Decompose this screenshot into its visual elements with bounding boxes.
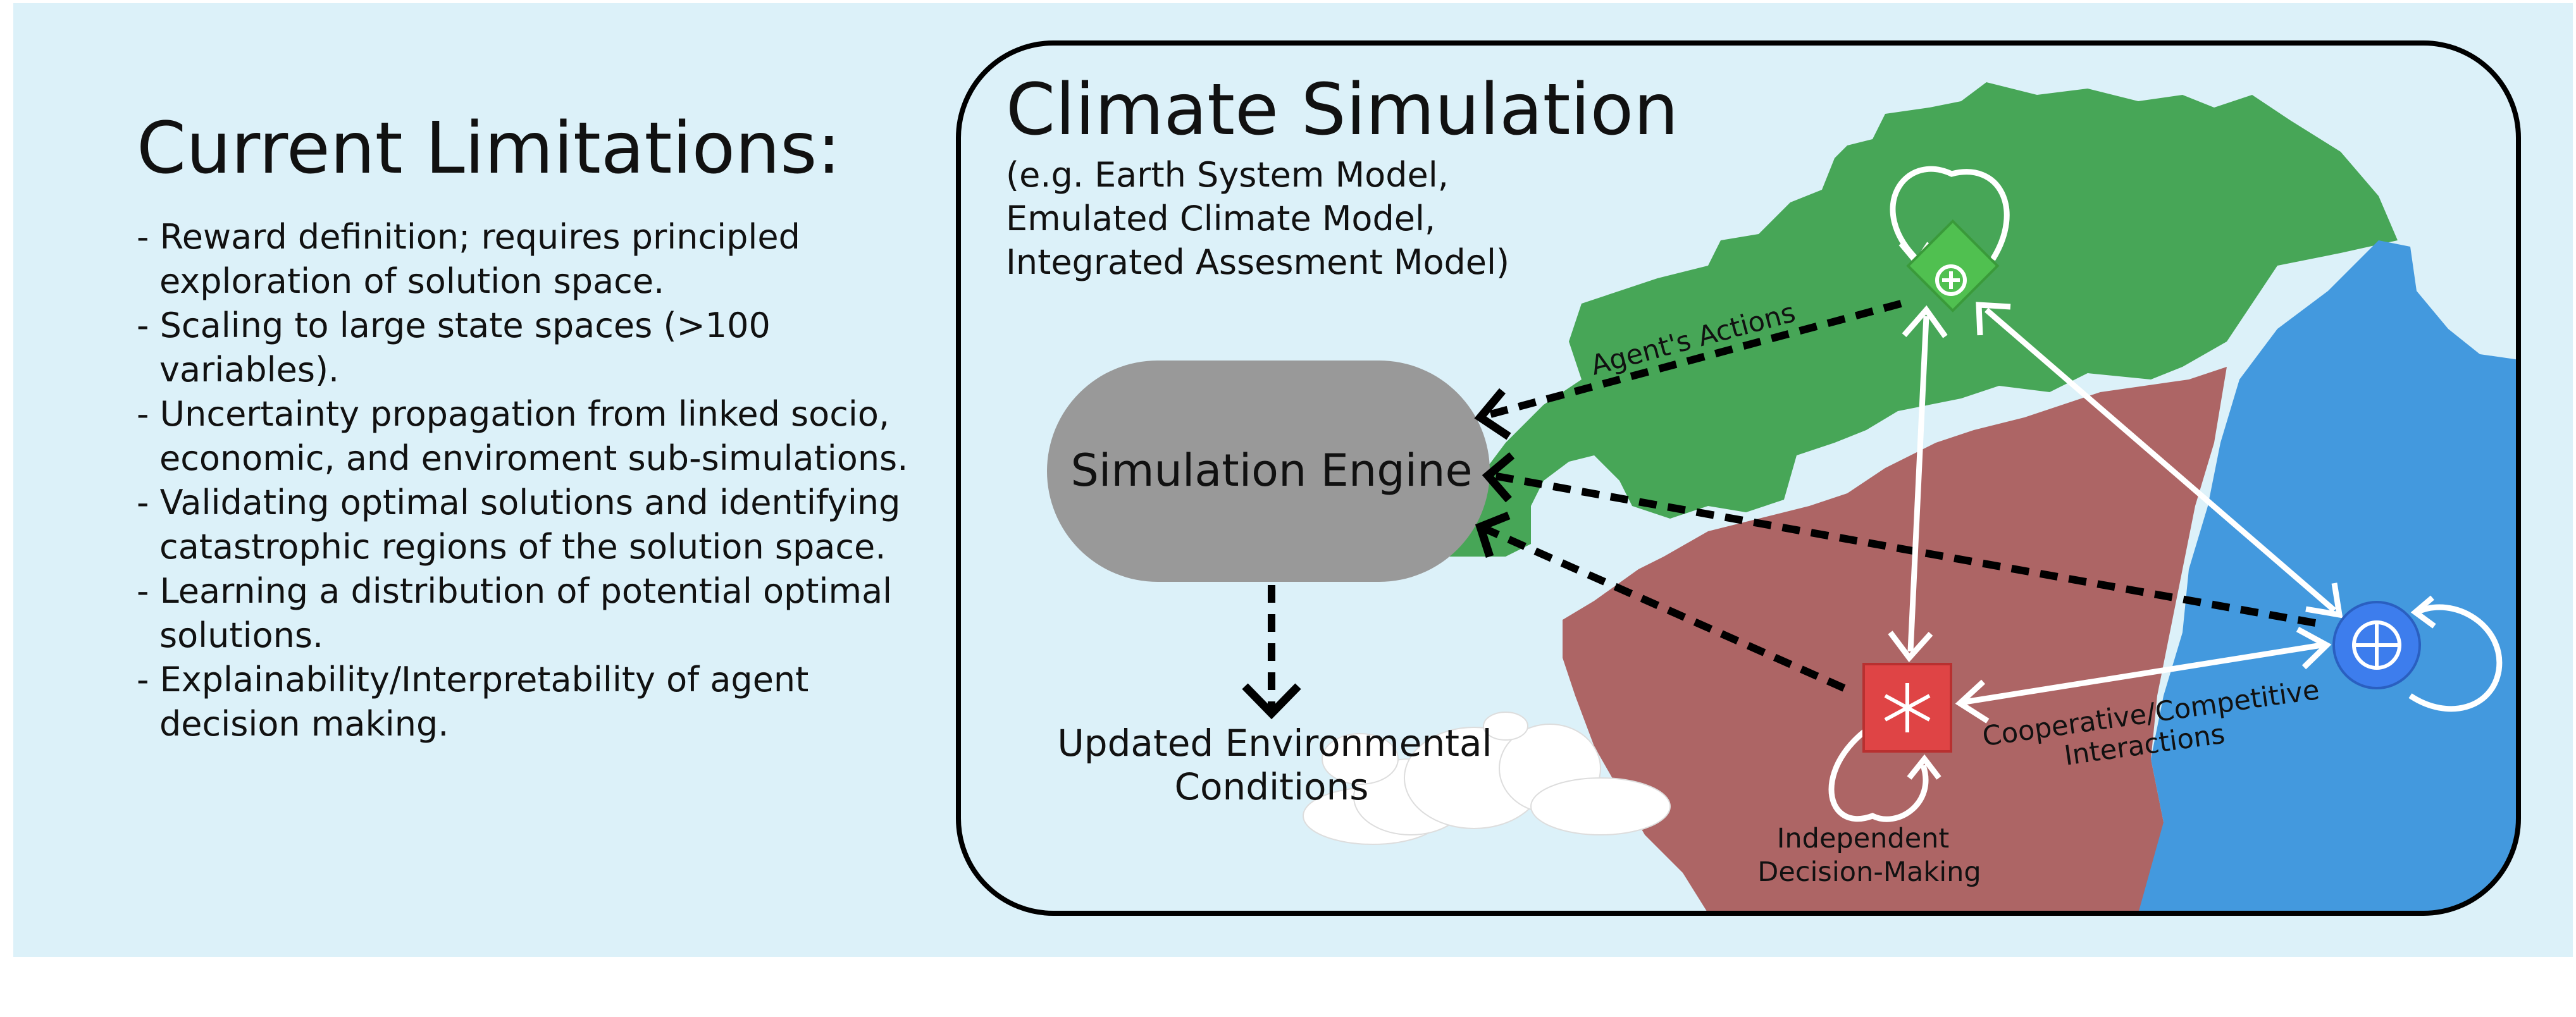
asterisk-square-icon [1862,663,1952,753]
simulation-engine [1047,361,1490,582]
independent-label-2: Decision-Making [1757,856,1981,888]
simulation-subtitle-2: Emulated Climate Model, [1006,199,1435,238]
limitations-list: - Reward definition; requires principled… [137,215,959,746]
limitation-item: - Learning a distribution of potential o… [137,571,903,655]
limitation-item: - Uncertainty propagation from linked so… [137,394,908,478]
simulation-engine-label: Simulation Engine [1070,445,1472,496]
limitations-title: Current Limitations: [137,108,841,190]
blue-region [2138,240,2518,913]
simulation-subtitle-3: Integrated Assesment Model) [1006,242,1509,282]
simulation-title: Climate Simulation [1006,69,1678,151]
plus-diamond-icon [1906,219,2000,312]
interaction-arrows [1888,302,2343,724]
simulation-box [956,40,2521,916]
limitation-item: - Explainability/Interpretability of age… [137,660,820,744]
action-arrows [1474,300,2317,692]
limitation-item: - Reward definition; requires principled… [137,217,812,301]
cloud-icon [1303,712,1671,845]
limitations-section: Current Limitations: - Reward definition… [137,108,959,746]
output-label-2: Conditions [1175,765,1369,808]
output-label-1: Updated Environmental [1057,722,1492,765]
independent-label-1: Independent [1777,823,1950,854]
circled-plus-icon [2332,601,2421,689]
limitation-item: - Scaling to large state spaces (>100 va… [137,305,781,390]
output-arrow [1242,585,1301,720]
limitation-item: - Validating optimal solutions and ident… [137,483,912,567]
simulation-subtitle-1: (e.g. Earth System Model, [1006,155,1449,195]
